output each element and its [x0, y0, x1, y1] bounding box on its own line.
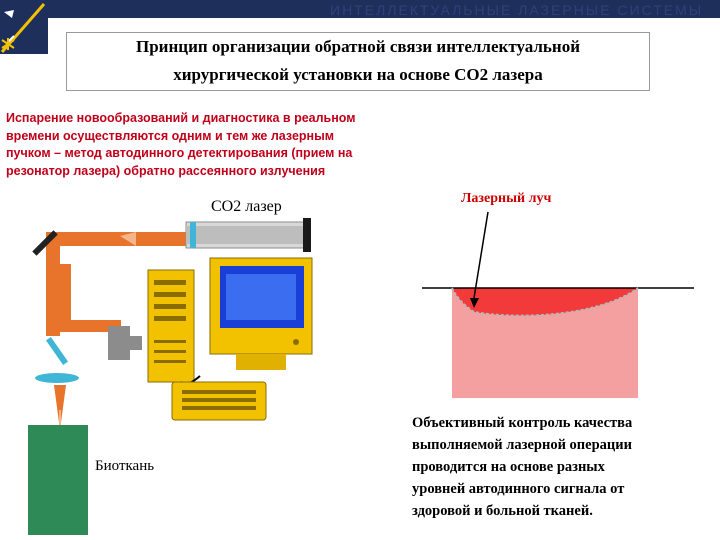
mirror-icon — [45, 336, 69, 366]
conclusion-line: проводится на основе разных — [412, 459, 605, 475]
description-line: Испарение новообразований и диагностика … — [6, 111, 356, 125]
title-line-2: хирургической установки на основе СО2 ла… — [173, 65, 543, 84]
keyboard-icon — [171, 381, 267, 421]
description-line: резонатор лазера) обратно рассеянного из… — [6, 163, 326, 178]
conclusion-line: выполняемой лазерной операции — [412, 437, 632, 453]
arrow-icon — [470, 211, 489, 308]
tissue-cross-section — [422, 287, 694, 398]
laser-beam-path — [46, 232, 188, 430]
header-band-text: ИНТЕЛЛЕКТУАЛЬНЫЕ ЛАЗЕРНЫЕ СИСТЕМЫ — [330, 2, 704, 18]
co2-laser-label: СО2 лазер — [211, 198, 282, 215]
title-line-1: Принцип организации обратной связи интел… — [136, 37, 580, 56]
conclusion-line: уровней автодинного сигнала от — [412, 481, 625, 497]
logo-emblem-icon — [0, 0, 48, 54]
biotissue-label: Биоткань — [95, 458, 155, 474]
computer-icon — [147, 257, 313, 383]
description-line: пучком – метод автодинного детектировани… — [6, 146, 353, 160]
description-text: Испарение новообразований и диагностика … — [6, 110, 422, 180]
lens-icon — [35, 373, 79, 383]
header-band — [0, 0, 720, 18]
conclusion-text: Объективный контроль качества выполняемо… — [412, 412, 694, 522]
laser-beam-label: Лазерный луч — [461, 191, 552, 206]
detector-block — [108, 326, 142, 360]
co2-laser-tube — [185, 218, 311, 252]
description-line: времени осуществляются одним и тем же ла… — [6, 128, 335, 143]
mirror-icon — [32, 230, 58, 256]
title-box: Принцип организации обратной связи интел… — [66, 32, 650, 91]
conclusion-line: здоровой и больной тканей. — [412, 503, 593, 519]
conclusion-line: Объективный контроль качества — [412, 415, 633, 431]
biotissue-sample — [28, 425, 88, 535]
